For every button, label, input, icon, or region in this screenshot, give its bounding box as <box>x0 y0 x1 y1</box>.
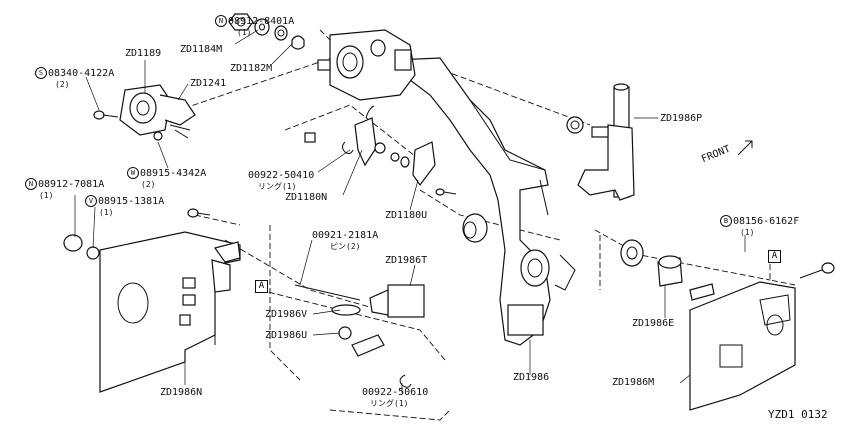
label-zd1986p: ZD1986P <box>660 113 703 124</box>
label-zd1180u: ZD1180U <box>385 210 428 221</box>
bushings <box>462 213 683 287</box>
label-00922-50410: 00922-50410 リング(1) <box>248 170 315 191</box>
label-00922-50610: 00922-50610 リング(1) <box>362 387 429 408</box>
mid-small-parts <box>304 105 457 196</box>
leader-lines <box>74 18 746 393</box>
washer-marker-icon: W <box>127 167 139 179</box>
screw-marker-icon: S <box>35 67 47 79</box>
nut-marker-icon: N <box>215 15 227 27</box>
top-fasteners <box>228 13 305 50</box>
label-zd1189: ZD1189 <box>125 48 162 59</box>
switch-zd1986t <box>294 284 425 388</box>
sensor-zd1189 <box>93 84 196 141</box>
bracket-zd1986n <box>63 208 241 393</box>
label-zd1986m: ZD1986M <box>612 377 655 388</box>
rod-zd1986p <box>566 83 635 201</box>
label-zd1184m: ZD1184M <box>180 44 223 55</box>
label-zd1241: ZD1241 <box>190 78 227 89</box>
label-zd1182m: ZD1182M <box>230 63 273 74</box>
label-zd1986n: ZD1986N <box>160 387 203 398</box>
label-zd1180n: ZD1180N <box>285 192 328 203</box>
washer-marker-icon: V <box>85 195 97 207</box>
label-zd1986t: ZD1986T <box>385 255 428 266</box>
ref-marker-a-right: A <box>768 250 781 263</box>
bracket-zd1986m <box>689 262 835 411</box>
diagram-code: YZD1 0132 <box>768 408 828 421</box>
pedal-arm <box>393 57 576 346</box>
nut-marker-icon: N <box>25 178 37 190</box>
label-zd1986: ZD1986 <box>513 372 550 383</box>
label-zd1986e: ZD1986E <box>632 318 675 329</box>
front-arrow-icon <box>737 140 753 156</box>
switch-bracket <box>317 29 416 101</box>
ref-marker-a-left: A <box>255 280 268 293</box>
label-zd1986v: ZD1986V <box>265 309 308 320</box>
label-00921-2181a: 00921-2181A ピン(2) <box>312 230 379 251</box>
bolt-marker-icon: B <box>720 215 732 227</box>
label-zd1986u: ZD1986U <box>265 330 308 341</box>
